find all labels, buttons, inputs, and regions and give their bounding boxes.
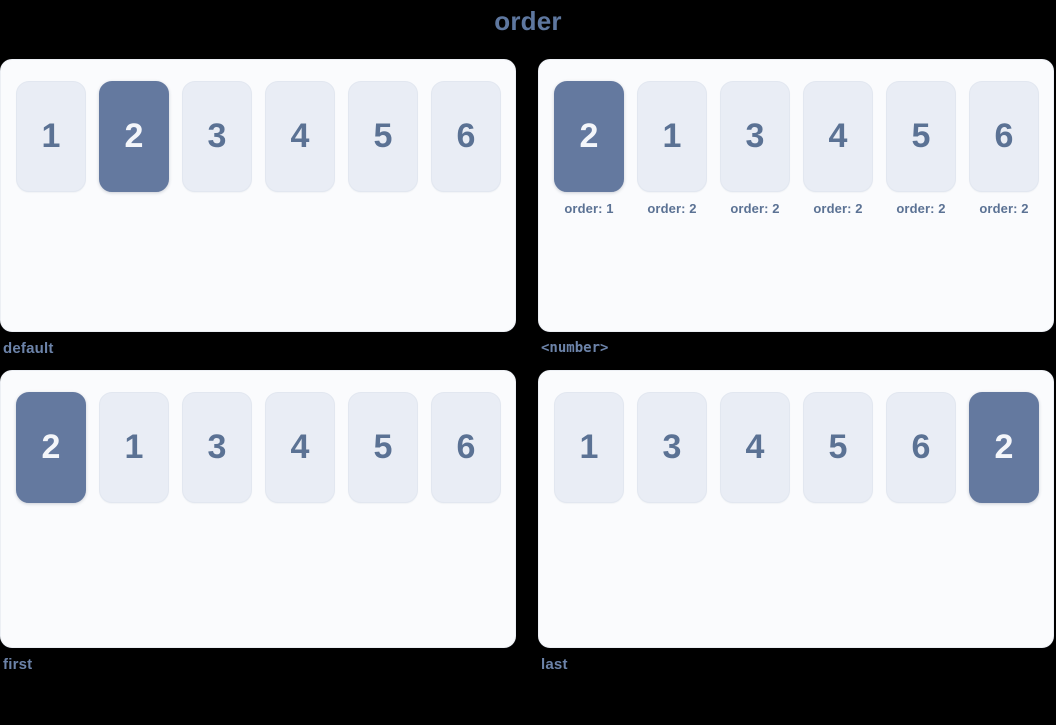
order-item-caption: order: 2 — [896, 201, 946, 216]
panel-label-number: <number> — [541, 340, 609, 356]
order-box[interactable]: 5 — [348, 392, 418, 503]
order-item[interactable]: 6 — [431, 392, 501, 503]
order-box[interactable]: 6 — [886, 392, 956, 503]
order-item-caption: order: 2 — [730, 201, 780, 216]
order-box[interactable]: 4 — [720, 392, 790, 503]
order-box-active[interactable]: 2 — [554, 81, 624, 192]
panel-number: 2 order: 1 1 order: 2 3 order: 2 4 order: 2 5 ord… — [538, 59, 1054, 332]
panel-label-default: default — [3, 340, 54, 357]
order-box[interactable]: 6 — [969, 81, 1039, 192]
order-box-active[interactable]: 2 — [969, 392, 1039, 503]
order-item[interactable]: 1 — [554, 392, 624, 503]
order-item[interactable]: 2 — [16, 392, 86, 503]
order-item-caption: order: 2 — [647, 201, 697, 216]
order-item[interactable]: 1 order: 2 — [637, 81, 707, 216]
order-item[interactable]: 4 — [265, 392, 335, 503]
demo-cell-number: 2 order: 1 1 order: 2 3 order: 2 4 order: 2 5 ord… — [538, 59, 1056, 375]
order-box[interactable]: 1 — [554, 392, 624, 503]
order-box[interactable]: 6 — [431, 81, 501, 192]
order-box[interactable]: 4 — [803, 81, 873, 192]
order-item[interactable]: 4 — [265, 81, 335, 192]
order-item[interactable]: 3 — [182, 392, 252, 503]
order-item[interactable]: 3 order: 2 — [720, 81, 790, 216]
order-item[interactable]: 5 — [348, 81, 418, 192]
order-item[interactable]: 5 — [348, 392, 418, 503]
order-item[interactable]: 4 — [720, 392, 790, 503]
order-item[interactable]: 2 — [99, 81, 169, 192]
order-item[interactable]: 6 — [431, 81, 501, 192]
order-item[interactable]: 1 — [16, 81, 86, 192]
order-item[interactable]: 3 — [637, 392, 707, 503]
page-title: order — [494, 6, 562, 36]
order-item-caption: order: 2 — [979, 201, 1029, 216]
order-box[interactable]: 1 — [16, 81, 86, 192]
order-item-caption: order: 2 — [813, 201, 863, 216]
order-box[interactable]: 5 — [348, 81, 418, 192]
order-item[interactable]: 2 order: 1 — [554, 81, 624, 216]
order-item[interactable]: 2 — [969, 392, 1039, 503]
order-item[interactable]: 3 — [182, 81, 252, 192]
order-box[interactable]: 5 — [803, 392, 873, 503]
order-box[interactable]: 6 — [431, 392, 501, 503]
order-box[interactable]: 1 — [637, 81, 707, 192]
order-item[interactable]: 5 — [803, 392, 873, 503]
panel-label-first: first — [3, 656, 33, 673]
order-box-active[interactable]: 2 — [16, 392, 86, 503]
order-box[interactable]: 5 — [886, 81, 956, 192]
order-box[interactable]: 3 — [637, 392, 707, 503]
order-box-active[interactable]: 2 — [99, 81, 169, 192]
order-box[interactable]: 4 — [265, 392, 335, 503]
order-box[interactable]: 3 — [182, 392, 252, 503]
order-box[interactable]: 3 — [720, 81, 790, 192]
order-item[interactable]: 6 order: 2 — [969, 81, 1039, 216]
panel-label-last: last — [541, 656, 568, 673]
order-item[interactable]: 5 order: 2 — [886, 81, 956, 216]
order-item[interactable]: 1 — [99, 392, 169, 503]
order-item[interactable]: 4 order: 2 — [803, 81, 873, 216]
order-box[interactable]: 1 — [99, 392, 169, 503]
order-box[interactable]: 3 — [182, 81, 252, 192]
order-item[interactable]: 6 — [886, 392, 956, 503]
order-item-caption: order: 1 — [564, 201, 614, 216]
order-box[interactable]: 4 — [265, 81, 335, 192]
